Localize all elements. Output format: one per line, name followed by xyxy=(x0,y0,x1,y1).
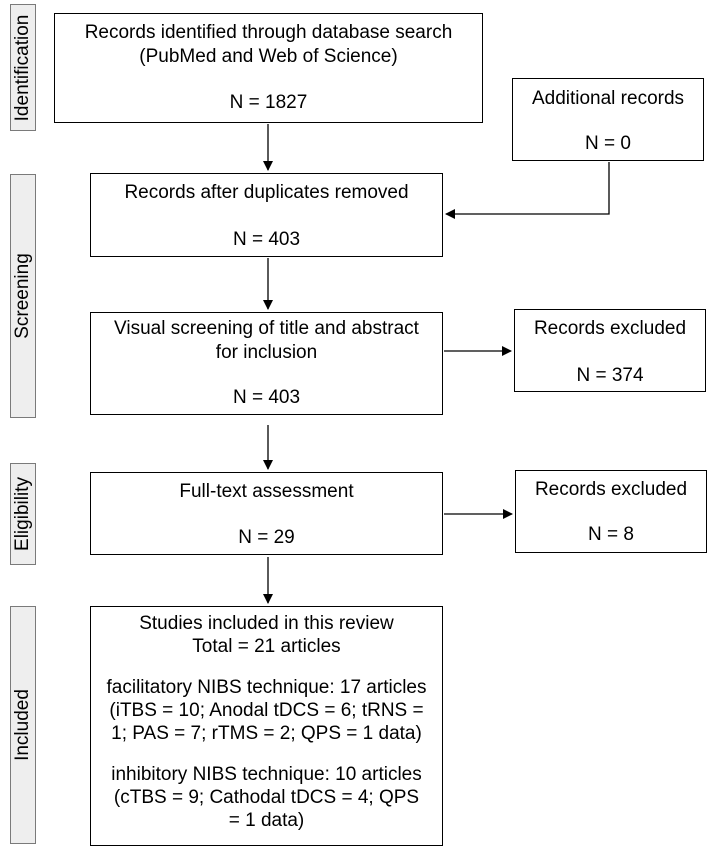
included-line1: Studies included in this review xyxy=(139,613,394,634)
visual-line2: for inclusion xyxy=(215,342,318,363)
included-total: Total = 21 articles xyxy=(192,636,341,657)
fulltext-title: Full-text assessment xyxy=(179,481,354,502)
stage-included: Included xyxy=(10,606,36,844)
box-additional-records: Additional records N = 0 xyxy=(512,78,704,161)
identified-line2: (PubMed and Web of Science) xyxy=(139,46,398,67)
excluded1-title: Records excluded xyxy=(533,318,687,339)
facilitatory-line1: facilitatory NIBS technique: 17 articles xyxy=(106,677,427,698)
facilitatory-line2: (iTBS = 10; Anodal tDCS = 6; tRNS = xyxy=(109,700,424,721)
arrow-additional-to-duplicates xyxy=(445,162,610,219)
box-duplicates-removed: Records after duplicates removed N = 403 xyxy=(90,173,443,257)
additional-title: Additional records xyxy=(531,88,685,109)
identified-count: N = 1827 xyxy=(229,92,308,113)
box-fulltext-assessment: Full-text assessment N = 29 xyxy=(90,472,443,555)
excluded2-count: N = 8 xyxy=(588,524,634,545)
box-studies-included: Studies included in this review Total = … xyxy=(90,606,443,846)
inhibitory-line1: inhibitory NIBS technique: 10 articles xyxy=(111,764,422,785)
box-visual-screening: Visual screening of title and abstract f… xyxy=(90,312,443,415)
excluded1-count: N = 374 xyxy=(576,365,644,386)
stage-identification: Identification xyxy=(10,4,36,131)
fulltext-count: N = 29 xyxy=(238,527,295,548)
facilitatory-line3: 1; PAS = 7; rTMS = 2; QPS = 1 data) xyxy=(111,723,422,744)
duplicates-title: Records after duplicates removed xyxy=(124,182,409,203)
inhibitory-line3: = 1 data) xyxy=(228,810,305,831)
box-records-identified: Records identified through database sear… xyxy=(54,13,483,123)
additional-count: N = 0 xyxy=(585,133,631,154)
inhibitory-line2: (cTBS = 9; Cathodal tDCS = 4; QPS xyxy=(113,787,420,808)
box-records-excluded-1: Records excluded N = 374 xyxy=(514,309,706,392)
box-records-excluded-2: Records excluded N = 8 xyxy=(515,470,707,553)
visual-line1: Visual screening of title and abstract xyxy=(114,318,419,339)
stage-screening: Screening xyxy=(10,174,36,418)
duplicates-count: N = 403 xyxy=(232,229,301,250)
visual-count: N = 403 xyxy=(232,387,301,408)
identified-line1: Records identified through database sear… xyxy=(84,22,453,43)
excluded2-title: Records excluded xyxy=(534,479,688,500)
stage-eligibility: Eligibility xyxy=(10,463,36,565)
